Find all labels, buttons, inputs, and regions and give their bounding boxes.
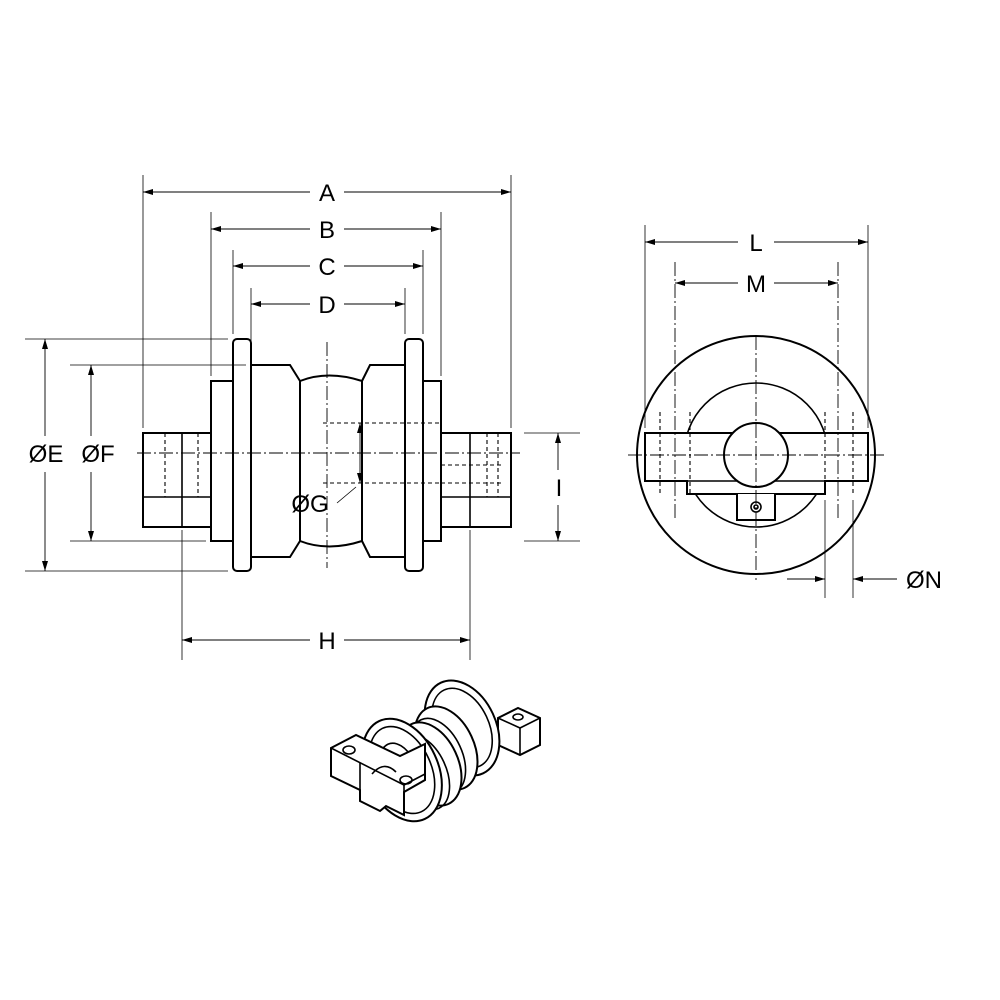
dim-label-f: ØF — [81, 441, 114, 468]
left-shaft-block — [142, 432, 212, 528]
dim-label-i: I — [556, 475, 563, 502]
right-flange — [404, 338, 424, 572]
dim-label-e: ØE — [29, 441, 64, 468]
dim-label-l: L — [749, 230, 762, 257]
dim-label-a: A — [319, 180, 335, 207]
dim-label-h: H — [318, 628, 335, 655]
side-view — [628, 262, 886, 580]
dim-label-n: ØN — [906, 567, 942, 594]
left-body — [250, 364, 301, 558]
left-collar — [210, 380, 234, 542]
side-dimensions: L M ØN — [644, 225, 942, 598]
right-collar — [422, 380, 442, 542]
dim-label-c: C — [318, 254, 335, 281]
dim-label-g: ØG — [291, 491, 328, 518]
center-hub — [299, 374, 363, 548]
dim-label-m: M — [746, 271, 766, 298]
dim-label-b: B — [319, 217, 335, 244]
right-shaft-block — [440, 432, 512, 528]
front-dimensions: A B C D ØE ØF ØG H I — [25, 175, 580, 660]
left-flange — [232, 338, 252, 572]
isometric-view — [330, 679, 541, 823]
right-body — [361, 364, 406, 558]
dim-label-d: D — [318, 292, 335, 319]
front-view — [137, 338, 520, 572]
